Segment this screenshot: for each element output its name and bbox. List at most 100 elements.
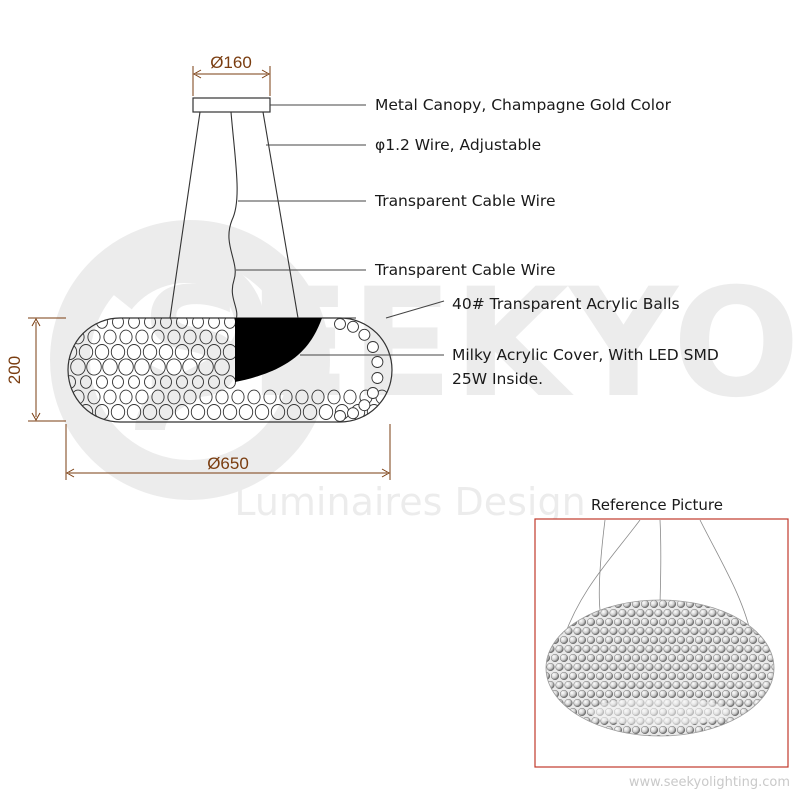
reference-ball [551,654,560,663]
reference-ball [686,654,695,663]
reference-ball [573,699,582,708]
acrylic-ball [199,389,213,405]
acrylic-ball [176,375,188,389]
acrylic-ball [192,318,204,329]
reference-ball [713,672,722,681]
callout-transparent-cable-wire-2: Transparent Cable Wire [374,261,555,279]
section-ball [371,372,384,384]
reference-ball [708,645,717,654]
reference-ball [663,681,672,690]
reference-ball [596,654,605,663]
acrylic-ball [222,404,238,420]
acrylic-ball [215,389,229,405]
reference-ball [618,609,627,618]
reference-ball [722,690,731,699]
reference-ball [591,681,600,690]
reference-ball [659,618,668,627]
reference-ball [600,663,609,672]
reference-ball [569,690,578,699]
reference-ball [564,663,573,672]
acrylic-ball [112,375,124,389]
reference-ball [654,663,663,672]
reference-ball [740,690,749,699]
acrylic-ball [199,329,213,345]
milky-acrylic-cover [235,318,322,382]
reference-ball [573,663,582,672]
acrylic-ball [183,389,197,405]
acrylic-ball [86,358,102,376]
reference-ball [717,627,726,636]
acrylic-ball [254,404,270,420]
reference-ball [699,645,708,654]
acrylic-ball [166,358,182,376]
acrylic-ball [174,344,190,360]
acrylic-ball [270,404,286,420]
acrylic-ball [144,318,156,329]
height-label: 200 [5,356,24,384]
reference-ball [614,690,623,699]
overall-diameter-dimension: Ø650 [65,424,391,480]
reference-ball [726,663,735,672]
reference-ball [695,636,704,645]
section-ball [358,328,371,341]
reference-ball [587,672,596,681]
reference-ball [650,600,659,609]
acrylic-ball [160,375,172,389]
callout-acrylic-balls: 40# Transparent Acrylic Balls [452,295,680,313]
reference-ball [686,690,695,699]
reference-ball [645,609,654,618]
reference-ball [587,636,596,645]
reference-ball [636,663,645,672]
reference-ball [659,690,668,699]
acrylic-ball [190,404,206,420]
reference-ball [605,690,614,699]
reference-ball [681,609,690,618]
watermark: SEEKYO Luminaires Design [50,220,800,524]
reference-ball [677,690,686,699]
reference-ball [717,645,726,654]
acrylic-ball [327,389,341,405]
reference-ball [641,672,650,681]
acrylic-ball [110,404,126,420]
reference-ball [722,654,731,663]
callout-transparent-cable-wire-1: Transparent Cable Wire [374,192,555,210]
reference-ball [582,645,591,654]
reference-ball [726,645,735,654]
reference-ball [758,654,767,663]
reference-ball [695,690,704,699]
reference-ball [636,645,645,654]
reference-ball [560,672,569,681]
acrylic-ball [192,375,204,389]
reference-ball [555,681,564,690]
reference-ball [618,663,627,672]
reference-ball [578,672,587,681]
reference-ball [749,672,758,681]
reference-ball [609,609,618,618]
reference-ball [587,654,596,663]
reference-ball [659,600,668,609]
reference-ball [731,672,740,681]
acrylic-ball [190,344,206,360]
reference-ball [636,627,645,636]
reference-ball [560,636,569,645]
reference-ball [699,627,708,636]
reference-ball [654,681,663,690]
reference-ball [708,609,717,618]
reference-ball [573,681,582,690]
reference-ball [717,681,726,690]
reference-ball [591,645,600,654]
reference-ball [713,690,722,699]
reference-ball [614,618,623,627]
reference-ball [641,690,650,699]
reference-ball [699,609,708,618]
reference-ball [555,663,564,672]
acrylic-ball [208,375,220,389]
reference-ball [582,699,591,708]
callout-wire-adjustable: φ1.2 Wire, Adjustable [375,136,541,154]
reference-ball [632,618,641,627]
acrylic-ball [343,389,357,405]
reference-ball [731,654,740,663]
acrylic-ball [311,389,325,405]
reference-ball [636,681,645,690]
acrylic-ball [134,358,150,376]
